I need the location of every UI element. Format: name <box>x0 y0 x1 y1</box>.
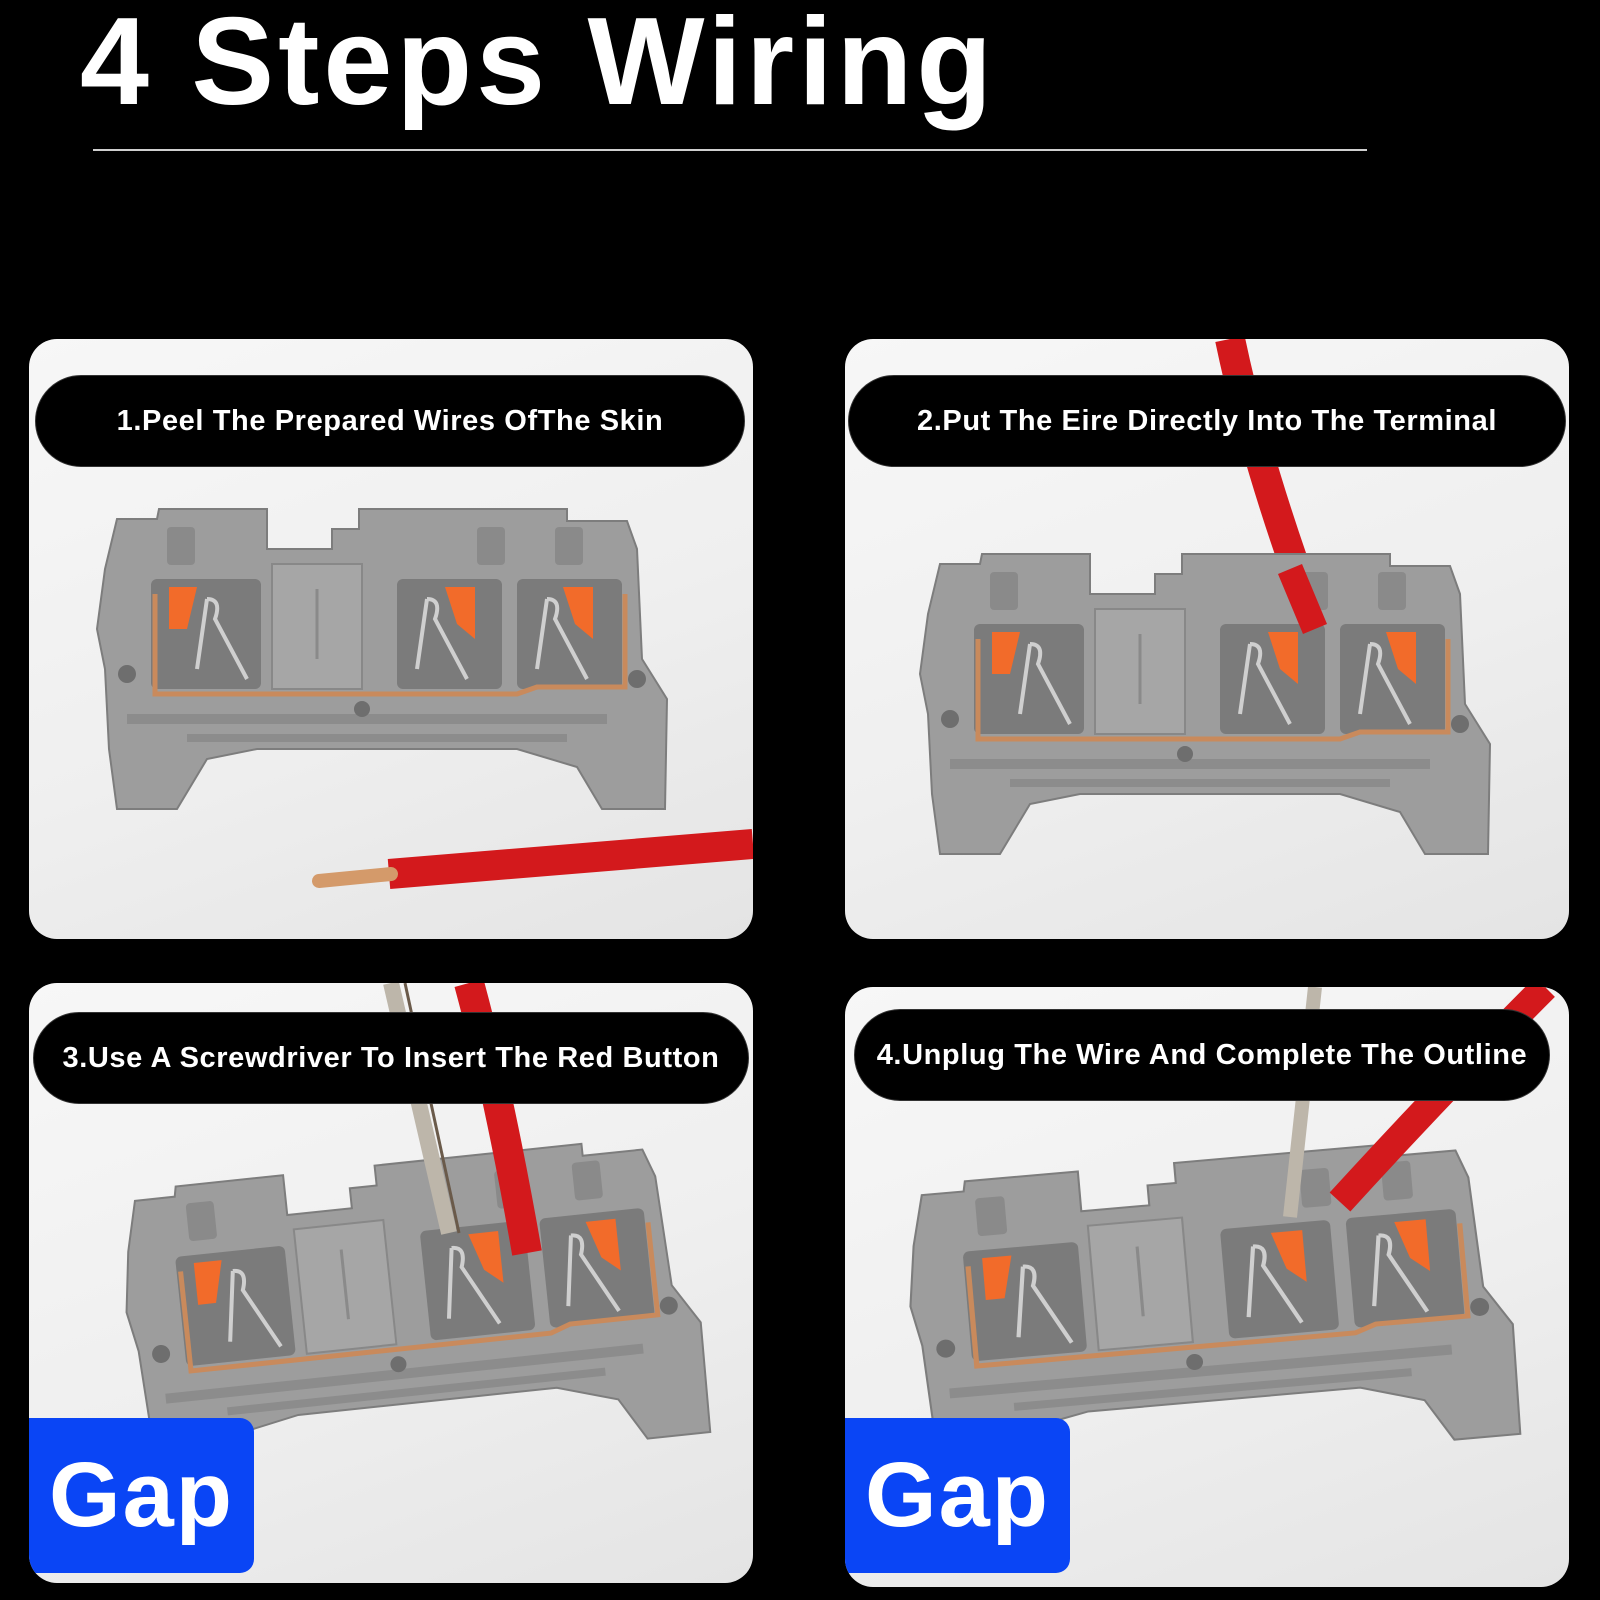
step-2-label: 2.Put The Eire Directly Into The Termina… <box>848 375 1566 467</box>
title-divider <box>93 149 1367 151</box>
step-card-4: 4.Unplug The Wire And Complete The Outli… <box>845 987 1569 1587</box>
gap-badge-step-3: Gap <box>29 1418 254 1573</box>
step-card-2: 2.Put The Eire Directly Into The Termina… <box>845 339 1569 939</box>
step-3-label: 3.Use A Screwdriver To Insert The Red Bu… <box>33 1012 749 1104</box>
step-1-label: 1.Peel The Prepared Wires OfThe Skin <box>35 375 745 467</box>
step-1-photo <box>29 339 753 889</box>
step-4-label: 4.Unplug The Wire And Complete The Outli… <box>854 1009 1550 1101</box>
gap-badge-step-4: Gap <box>845 1418 1070 1573</box>
step-card-1: 1.Peel The Prepared Wires OfThe Skin <box>29 339 753 939</box>
page-title: 4 Steps Wiring <box>80 0 997 131</box>
step-card-3: 3.Use A Screwdriver To Insert The Red Bu… <box>29 983 753 1583</box>
